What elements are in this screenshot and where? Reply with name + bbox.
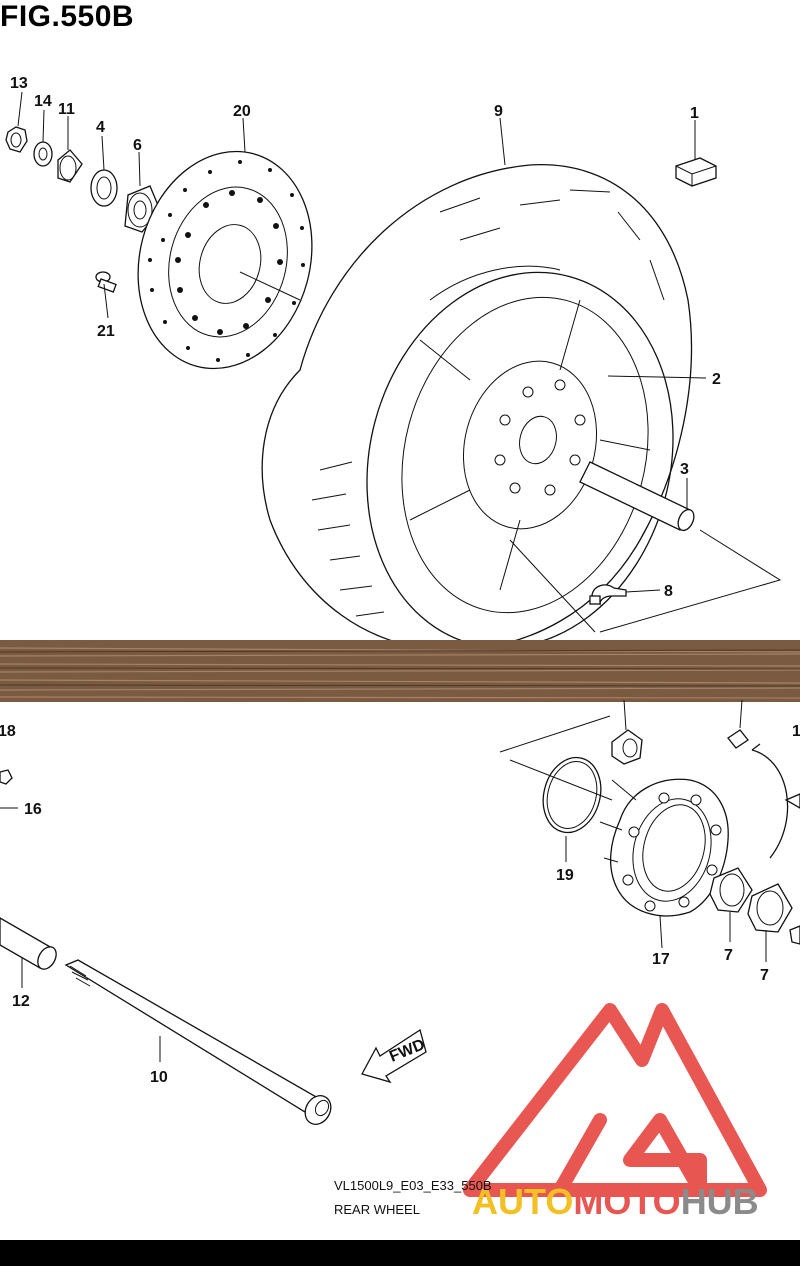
callout-2: 2 — [712, 371, 721, 388]
callout-7-a: 7 — [724, 947, 733, 964]
logo-moto: MOTO — [573, 1181, 680, 1222]
logo-hub: HUB — [681, 1181, 759, 1222]
part-10-axle — [64, 959, 332, 1125]
callout-10: 10 — [150, 1069, 168, 1086]
leader-bracket — [499, 715, 613, 801]
callout-1-top: 1 — [690, 105, 699, 122]
triangle-mark-icon — [463, 1003, 767, 1197]
part-18-nut — [0, 769, 13, 785]
callout-labels: 13 14 11 4 6 20 21 9 1 2 3 8 18 16 19 17… — [0, 75, 800, 1086]
part-damper — [611, 699, 643, 765]
callout-19: 19 — [556, 867, 574, 884]
callout-17: 17 — [652, 951, 670, 968]
part-1-balance-weight — [675, 157, 717, 187]
automotohub-logo: AUTOMOTOHUB — [463, 1003, 767, 1222]
callout-14: 14 — [34, 93, 52, 110]
part-7-bearing-a — [709, 867, 753, 942]
part-21-bolt — [95, 271, 117, 293]
callout-9: 9 — [494, 103, 503, 120]
model-code: VL1500L9_E03_E33_550B — [334, 1178, 492, 1193]
part-7-bearing-b — [747, 883, 793, 962]
callout-7-b: 7 — [760, 967, 769, 984]
callout-3: 3 — [680, 461, 689, 478]
part-4-oil-seal — [90, 169, 118, 207]
part-13-nut — [5, 126, 28, 153]
logo-auto: AUTO — [472, 1181, 573, 1222]
callout-21: 21 — [97, 323, 115, 340]
callout-4: 4 — [96, 119, 105, 136]
part-14-washer — [33, 141, 53, 167]
fwd-arrow-icon: FWD — [361, 1028, 427, 1084]
callout-20: 20 — [233, 103, 251, 120]
callout-6: 6 — [133, 137, 142, 154]
logo-wordmark: AUTOMOTOHUB — [472, 1181, 759, 1222]
callout-8: 8 — [664, 583, 673, 600]
part-circlip — [727, 699, 789, 859]
leader-lines-top — [17, 91, 782, 633]
callout-18: 18 — [0, 723, 16, 740]
part-19-o-ring — [542, 756, 602, 834]
figure-title: FIG.550B — [0, 0, 135, 33]
callout-12: 12 — [12, 993, 30, 1010]
part-3-spacer-tube — [579, 461, 695, 532]
part-20-brake-disc — [137, 150, 313, 370]
part-17-hub — [599, 778, 729, 949]
callout-11: 11 — [58, 101, 75, 118]
part-12-spacer — [0, 917, 57, 988]
bottom-bar — [0, 1240, 800, 1266]
part-11-spacer — [57, 149, 83, 183]
part-2-wheel-rim — [366, 271, 674, 649]
callout-16: 16 — [24, 801, 42, 818]
figure-caption: REAR WHEEL — [334, 1202, 420, 1217]
callout-1-bottom: 1 — [792, 723, 800, 740]
part-edge-spacer — [784, 793, 800, 945]
wood-divider — [0, 640, 800, 702]
callout-13: 13 — [10, 75, 28, 92]
part-8-air-valve — [589, 584, 627, 606]
